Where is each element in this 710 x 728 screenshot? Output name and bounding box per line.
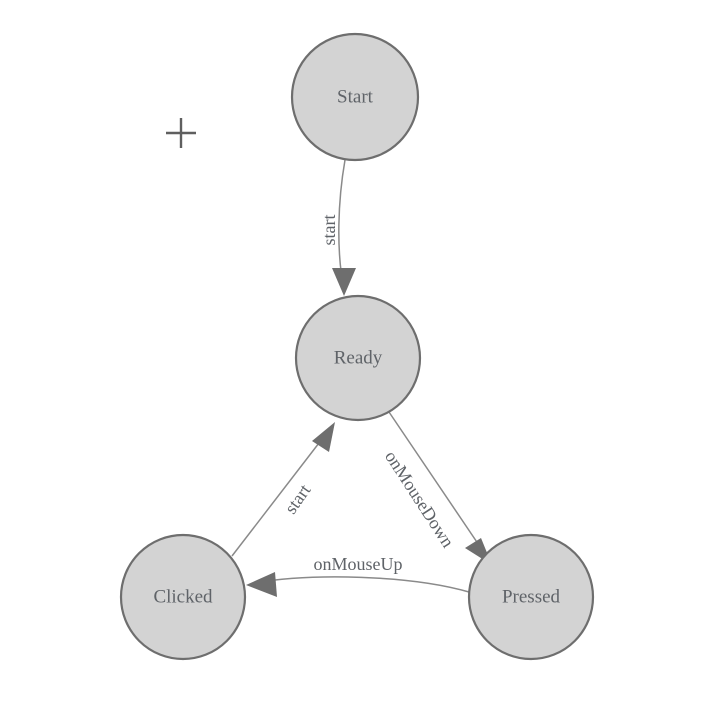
edge-path: [231, 429, 330, 557]
edge-path: [253, 576, 470, 593]
node-ready[interactable]: Ready: [294, 294, 422, 422]
arrowhead-icon: [246, 572, 277, 597]
edge-label-ready-to-pressed: onMouseDown: [381, 447, 458, 551]
arrowhead-icon: [312, 422, 335, 452]
edge-ready-to-pressed[interactable]: onMouseDown: [381, 411, 492, 565]
node-label-pressed: Pressed: [502, 586, 561, 607]
node-pressed[interactable]: Pressed: [467, 533, 595, 661]
node-label-clicked: Clicked: [153, 586, 213, 607]
node-label-start: Start: [337, 86, 374, 107]
crosshair-marker: [166, 118, 196, 148]
node-circle[interactable]: [290, 32, 420, 162]
edge-start-to-ready[interactable]: start: [319, 159, 356, 296]
node-circle[interactable]: [467, 533, 595, 661]
edge-path: [388, 411, 488, 558]
node-clicked[interactable]: Clicked: [119, 533, 247, 661]
edge-pressed-to-clicked[interactable]: onMouseUp: [246, 554, 470, 597]
edge-clicked-to-ready[interactable]: start: [231, 422, 335, 557]
edge-label-start-to-ready: start: [319, 215, 339, 246]
node-start[interactable]: Start: [290, 32, 420, 162]
arrowhead-icon: [332, 268, 356, 296]
edge-label-pressed-to-clicked: onMouseUp: [314, 554, 403, 574]
node-circle[interactable]: [294, 294, 422, 422]
node-circle[interactable]: [119, 533, 247, 661]
node-label-ready: Ready: [334, 347, 383, 368]
